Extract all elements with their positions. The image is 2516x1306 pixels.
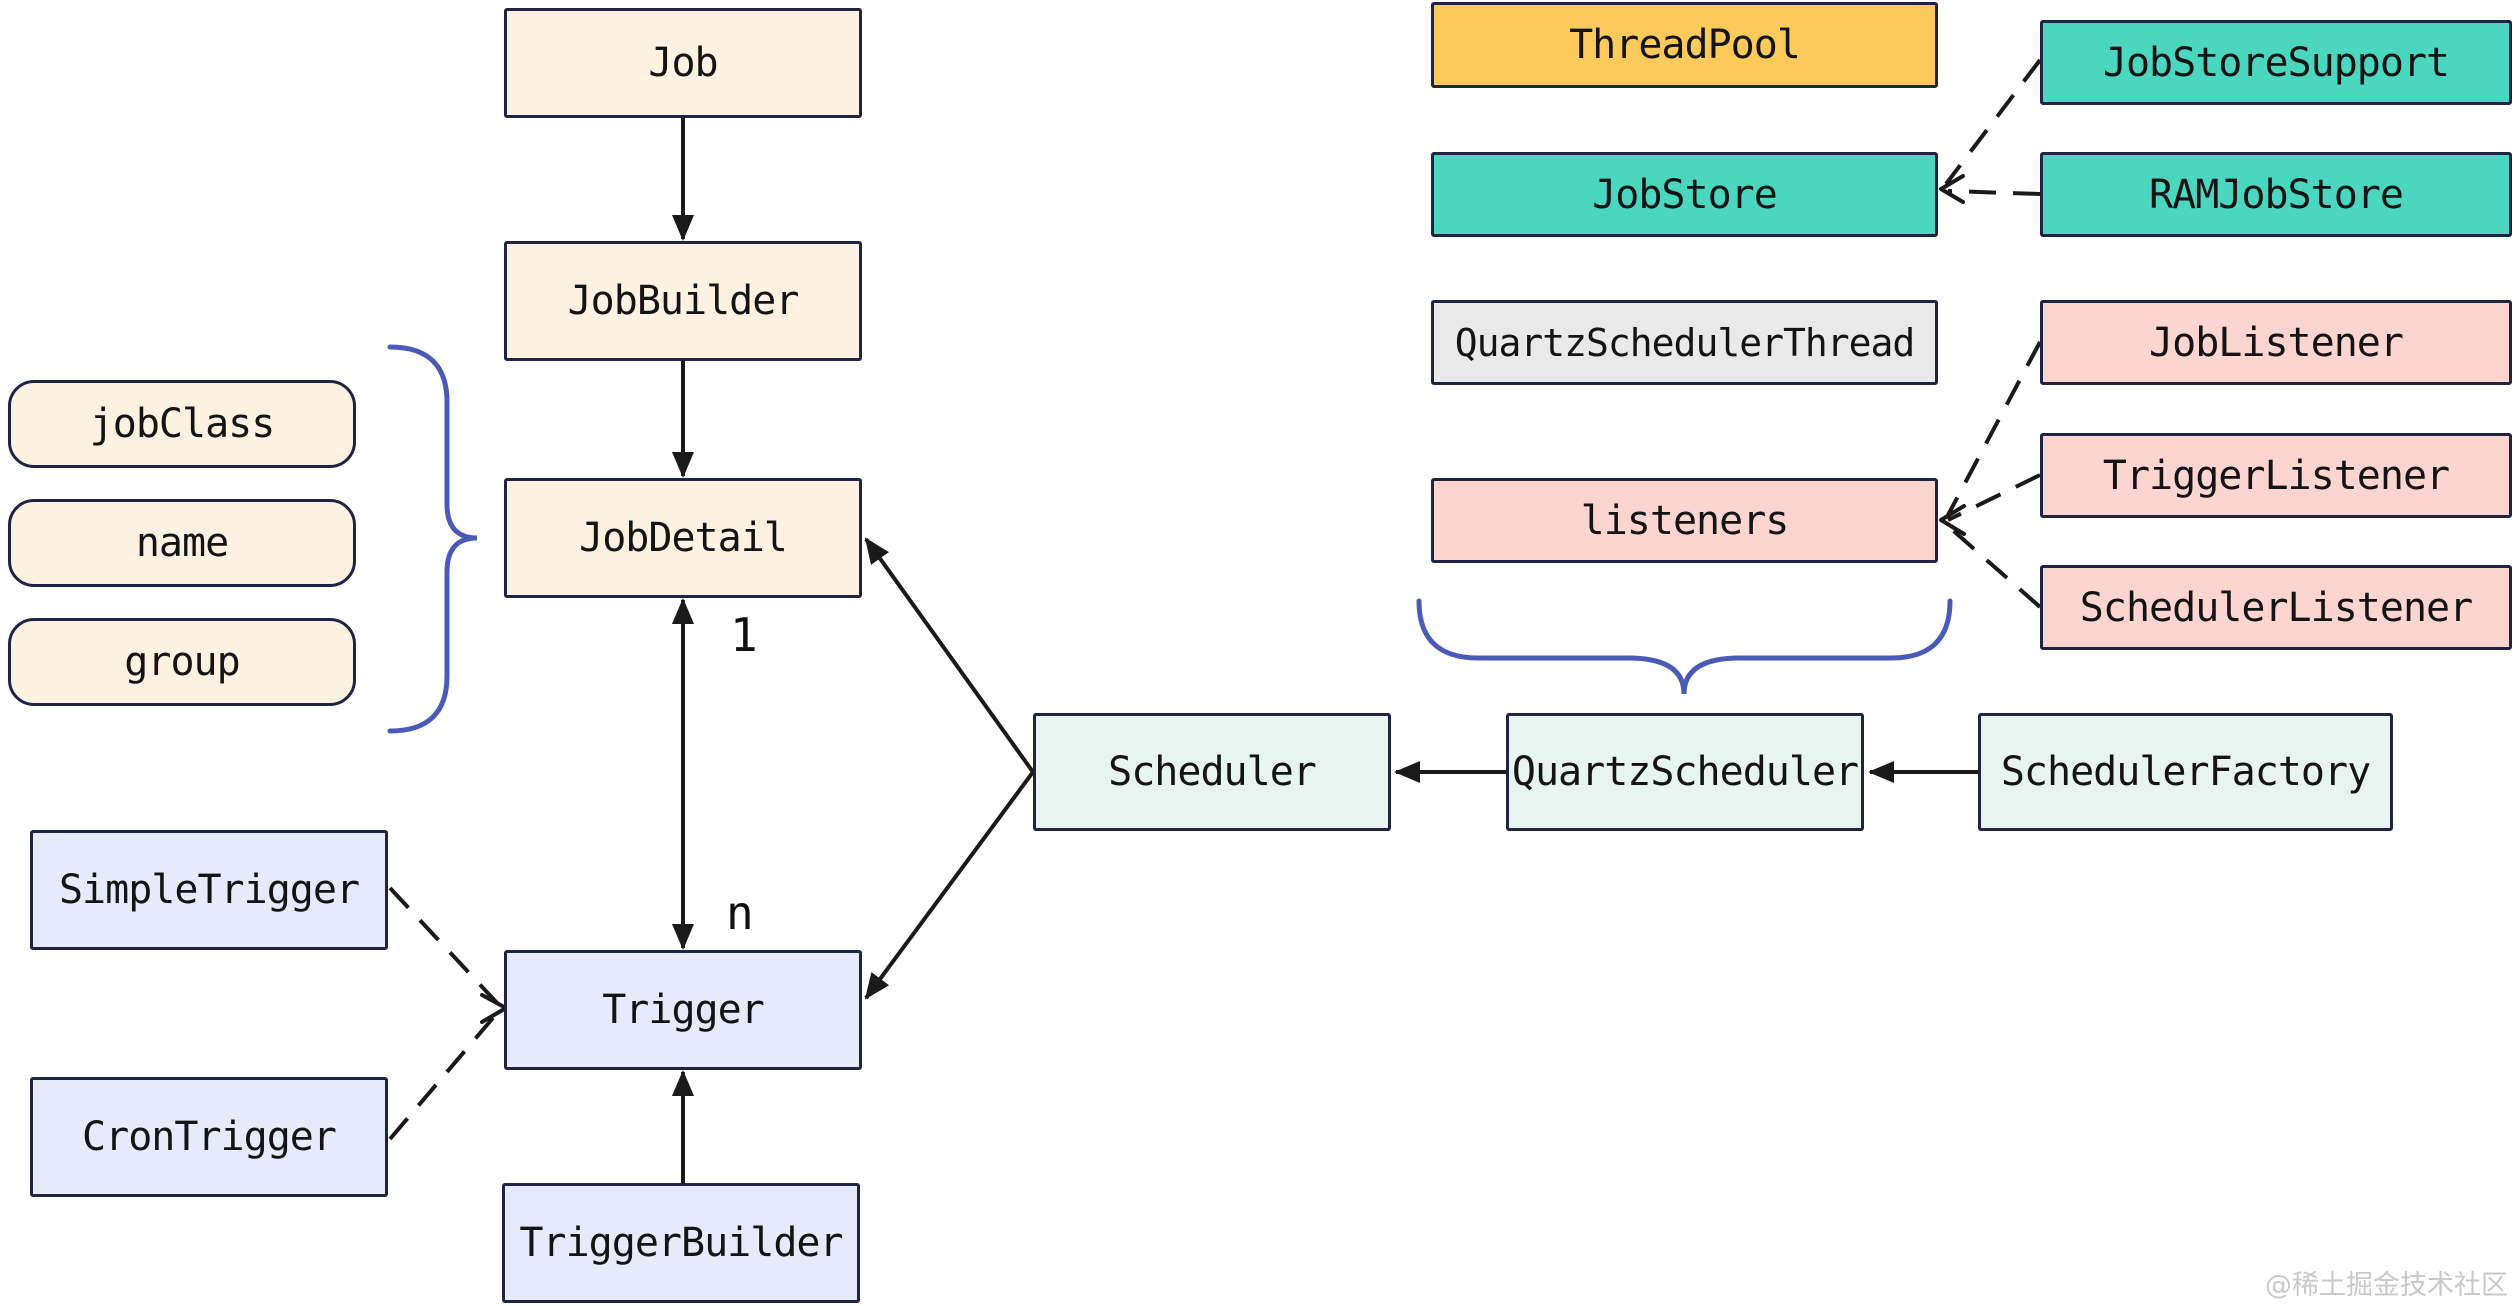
node-simpletrigger: SimpleTrigger [30, 830, 388, 950]
node-jobstoresupport: JobStoreSupport [2040, 20, 2512, 105]
node-jobclass-field: jobClass [8, 380, 356, 468]
node-listeners: listeners [1431, 478, 1938, 563]
node-ramjobstore: RAMJobStore [2040, 152, 2512, 237]
node-job: Job [504, 8, 862, 118]
edge-scheduler-to-trigger [864, 770, 1035, 1000]
node-crontrigger: CronTrigger [30, 1077, 388, 1197]
edge-triggerlistener-to-listeners [1947, 473, 2041, 522]
node-group-field: group [8, 618, 356, 706]
node-joblistener: JobListener [2040, 300, 2512, 385]
node-scheduler: Scheduler [1033, 713, 1391, 831]
node-schedulerfactory: SchedulerFactory [1978, 713, 2393, 831]
edge-crontrigger-to-trigger [388, 1010, 500, 1141]
node-triggerlistener: TriggerListener [2040, 433, 2512, 518]
edge-ramjobstore-to-jobstore [1947, 189, 2041, 196]
brace-quartzscheduler-components [1416, 598, 1953, 695]
node-jobdetail: JobDetail [504, 478, 862, 598]
node-threadpool: ThreadPool [1431, 2, 1938, 88]
brace-jobdetail-fields [387, 344, 478, 734]
openarrow-at-jobstore [1939, 174, 1965, 204]
watermark-text: @稀土掘金技术社区 [2265, 1270, 2508, 1301]
edge-simpletrigger-to-trigger [388, 886, 500, 1006]
openarrow-at-trigger [480, 993, 508, 1024]
multiplicity-one-label: 1 [730, 608, 758, 662]
node-schedulerlistener: SchedulerListener [2040, 565, 2512, 650]
node-jobbuilder: JobBuilder [504, 241, 862, 361]
node-triggerbuilder: TriggerBuilder [502, 1183, 860, 1303]
multiplicity-n-label: n [726, 886, 754, 940]
edge-jobstoresupport-to-jobstore [1944, 58, 2042, 186]
edge-scheduler-to-jobdetail [864, 537, 1035, 774]
node-quartzscheduler: QuartzScheduler [1506, 713, 1864, 831]
node-quartzschedulerthread: QuartzSchedulerThread [1431, 300, 1938, 385]
edge-joblistener-to-listeners [1946, 341, 2042, 516]
edge-schedulerlistener-to-listeners [1946, 524, 2042, 609]
openarrow-at-listeners [1939, 504, 1966, 536]
node-jobstore: JobStore [1431, 152, 1938, 237]
node-name-field: name [8, 499, 356, 587]
node-trigger: Trigger [504, 950, 862, 1070]
